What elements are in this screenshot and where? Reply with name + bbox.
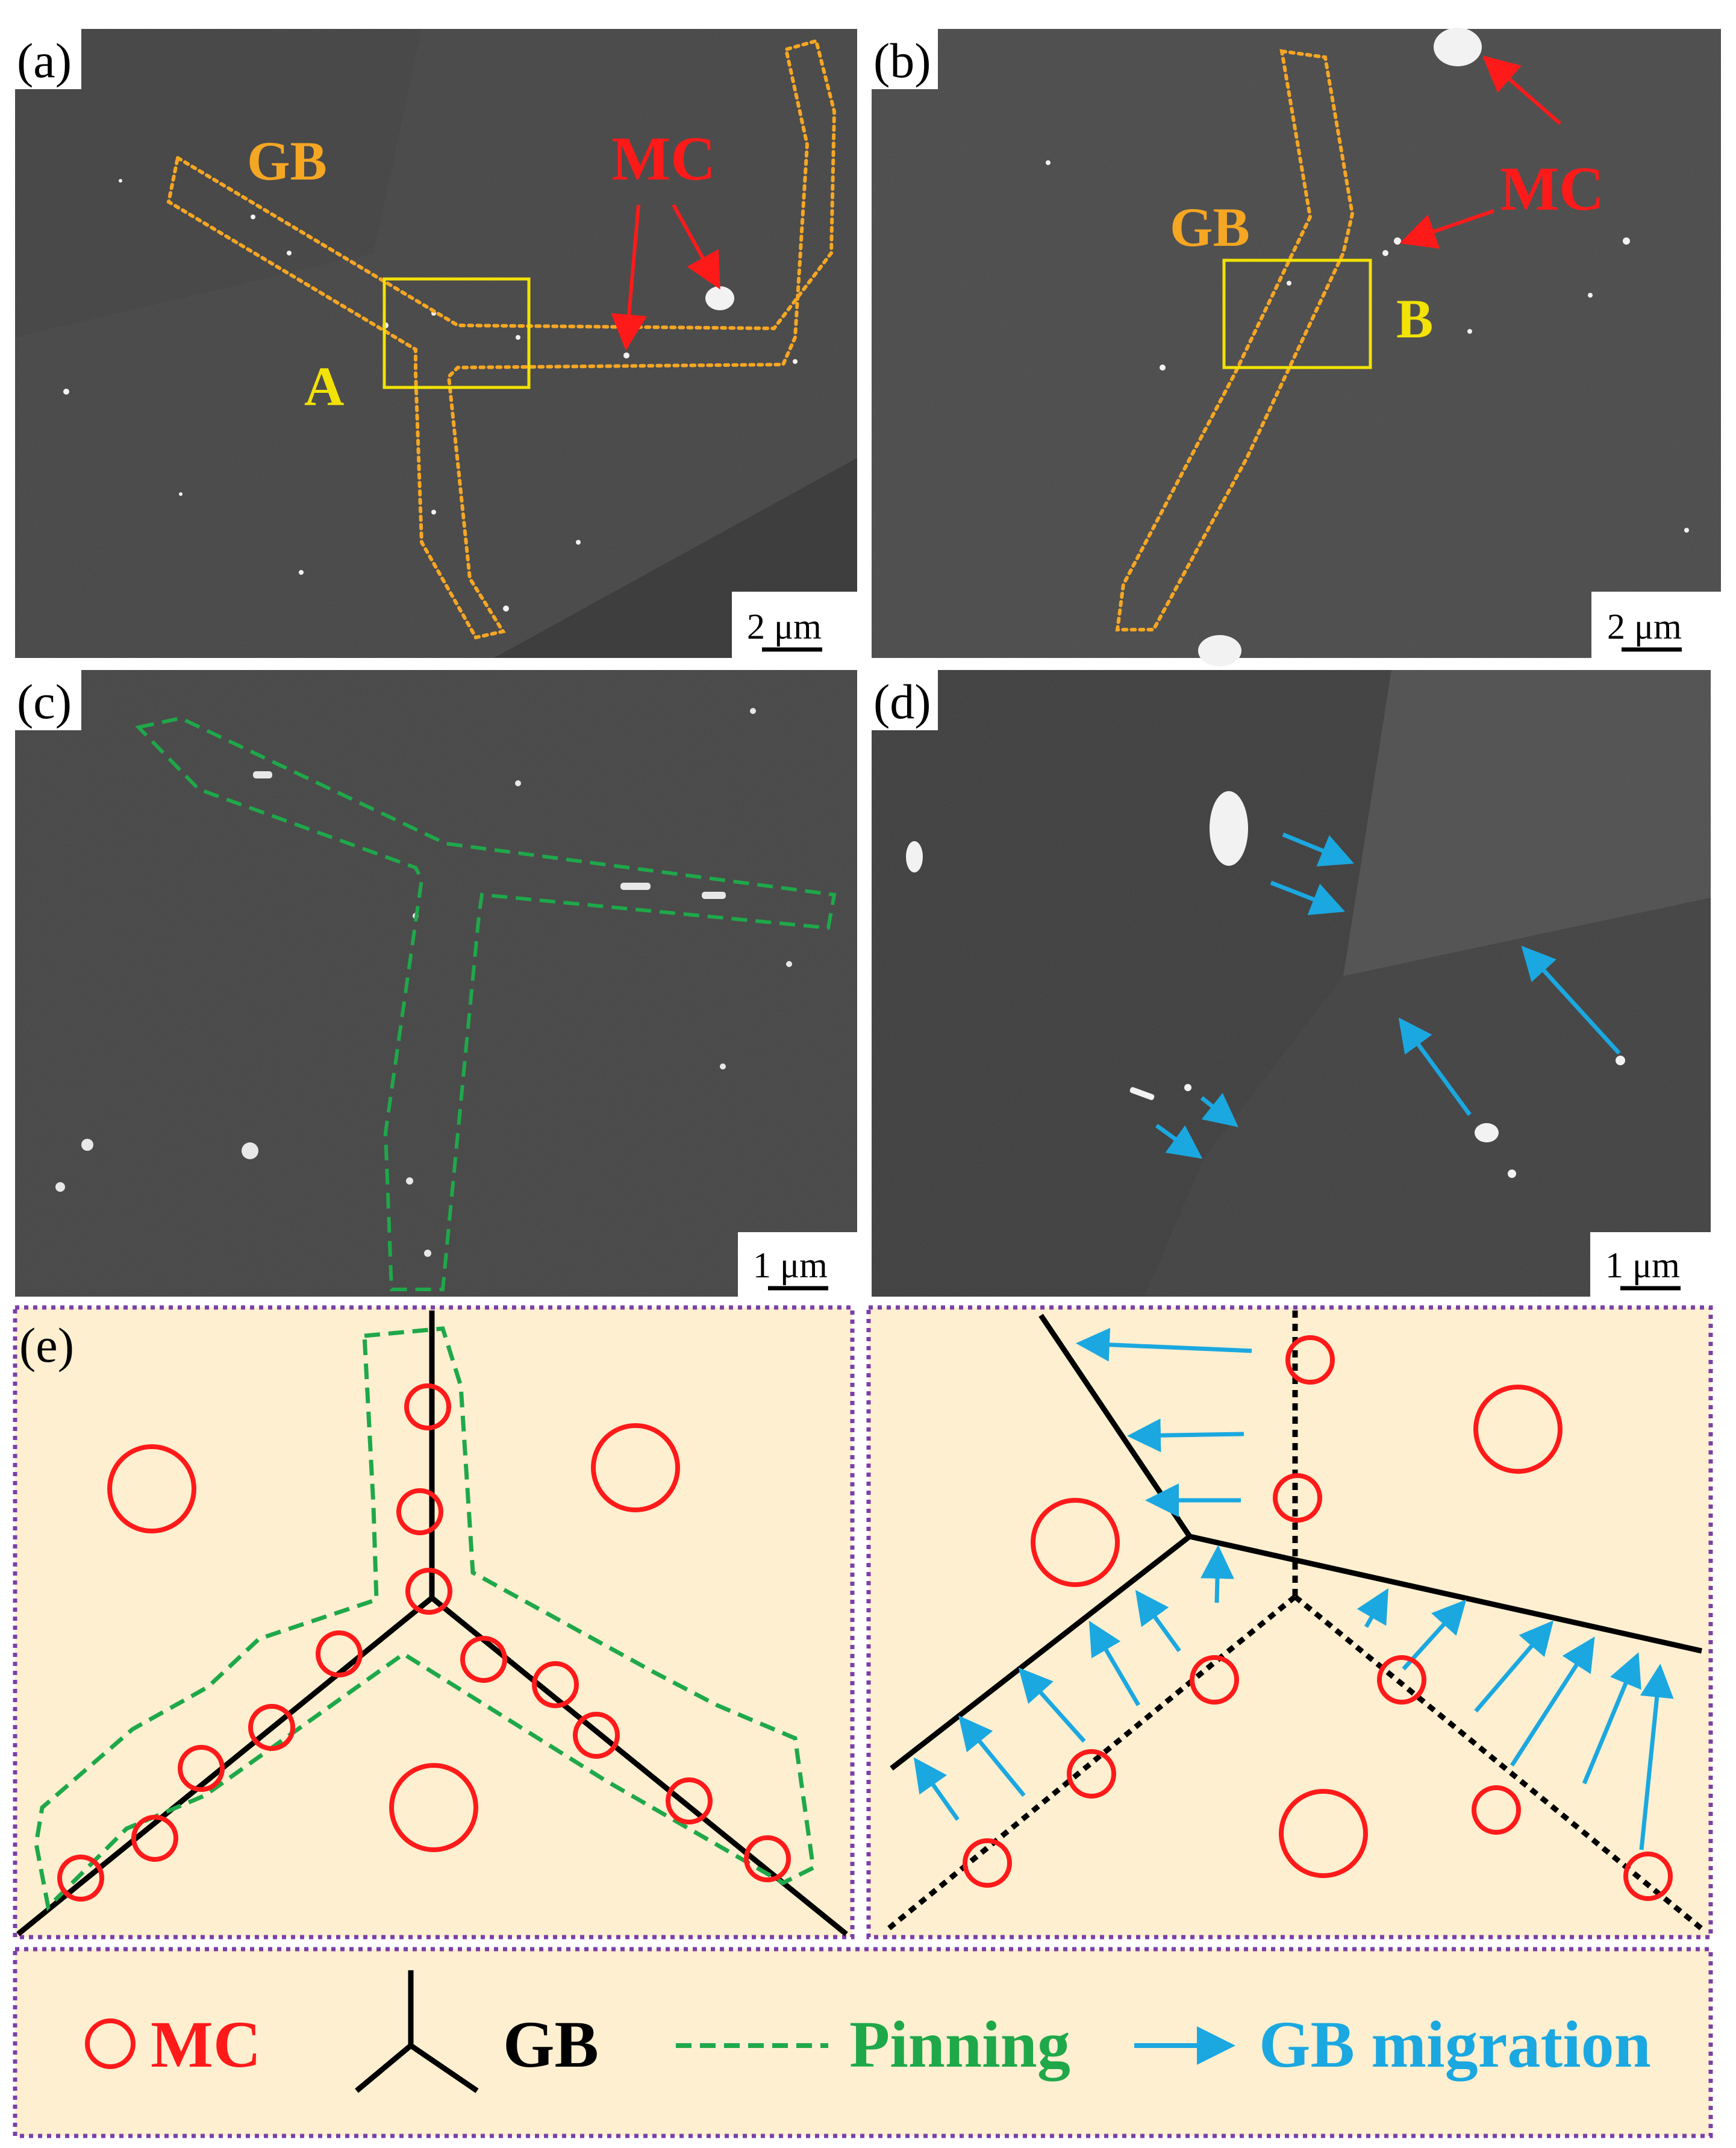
mc-particles-c	[55, 708, 792, 1257]
legend-mc: MC	[151, 2008, 261, 2081]
box-label-b: B	[1396, 288, 1433, 349]
grain-shade-a	[15, 29, 422, 337]
mc-circles-left	[57, 1383, 791, 1902]
legend-gb: GB	[503, 2008, 599, 2081]
mc-arrow-a2	[672, 204, 720, 290]
gb-outline-b	[1115, 49, 1355, 631]
mc-circle-icon	[1377, 1655, 1426, 1705]
panel-label-c: (c)	[17, 674, 72, 729]
mc-circle-icon	[532, 1661, 579, 1708]
mc-circle-icon	[178, 1745, 225, 1792]
legend-bg	[13, 1947, 1713, 2138]
mc-label-b: MC	[1500, 154, 1604, 224]
gb-lines-right-old	[884, 1310, 1706, 1934]
mc-arrow-b2	[1399, 209, 1494, 249]
mc-circle-icon	[591, 1423, 680, 1512]
panel-e-right	[866, 1305, 1713, 1940]
panel-c: (c) 1 μm	[15, 670, 857, 1297]
panel-e-left: (e)	[13, 1305, 855, 1940]
scalebar-bg-a	[732, 592, 857, 658]
legend-migration: GB migration	[1259, 2008, 1651, 2081]
scalebar-bg-b	[1591, 592, 1721, 658]
mc-circle-icon	[460, 1636, 507, 1683]
panel-d: (d) 1 μm	[872, 670, 1711, 1297]
mc-circle-icon	[389, 1763, 478, 1852]
mc-arrow-a1	[611, 204, 648, 351]
mc-circle-icon	[405, 1568, 452, 1615]
panel-label-d: (d)	[873, 674, 931, 729]
panel-label-bg-b	[872, 29, 938, 89]
mc-circle-icon	[1473, 1385, 1563, 1474]
mc-circle-icon	[963, 1838, 1012, 1888]
scalebar-text-d: 1 μm	[1605, 1245, 1680, 1285]
panel-b: GB MC B (b) 2 μm	[872, 28, 1721, 666]
mc-circle-icon	[131, 1815, 178, 1862]
mc-circle-icon	[1273, 1473, 1322, 1523]
mc-circle-icon	[573, 1712, 620, 1759]
panel-label-b: (b)	[873, 33, 931, 88]
mc-circle-icon	[1472, 1785, 1521, 1835]
mc-circle-icon	[744, 1835, 791, 1882]
panel-label-a: (a)	[17, 33, 72, 88]
mc-label-a: MC	[611, 124, 716, 193]
mc-arrow-b1	[1482, 55, 1561, 125]
mc-circle-icon	[1285, 1335, 1335, 1385]
mc-circle-icon	[85, 2018, 136, 2069]
scalebar-bg-c	[738, 1232, 857, 1297]
mc-circle-icon	[1279, 1789, 1368, 1878]
scalebar-text-c: 1 μm	[753, 1245, 828, 1285]
legend-pinning: Pinning	[849, 2008, 1070, 2081]
mc-circle-icon	[57, 1855, 104, 1902]
mc-particles-b	[1046, 28, 1689, 666]
mc-particles-d	[906, 791, 1625, 1178]
mc-circle-icon	[1190, 1655, 1239, 1705]
scalebar-text-b: 2 μm	[1607, 607, 1682, 647]
mc-circle-icon	[107, 1444, 196, 1533]
migration-arrows-d	[1155, 832, 1621, 1159]
inset-box-a	[382, 277, 531, 389]
gb-label-b: GB	[1170, 196, 1250, 258]
scalebar-bg-d	[1590, 1232, 1711, 1297]
mc-circle-icon	[666, 1777, 713, 1824]
mc-circle-icon	[248, 1704, 295, 1751]
mc-circles-right	[963, 1335, 1673, 1901]
panel-label-bg-c	[15, 670, 81, 730]
mc-circle-icon	[1623, 1852, 1673, 1901]
mc-circle-icon	[1067, 1749, 1116, 1799]
box-label-a: A	[304, 355, 344, 417]
gb-label-a: GB	[247, 130, 327, 192]
inset-box-b	[1222, 258, 1372, 369]
mc-circle-icon	[396, 1488, 443, 1535]
mc-circle-icon	[316, 1630, 363, 1677]
pinning-outline-e	[34, 1326, 816, 1912]
panel-label-e: (e)	[19, 1318, 74, 1373]
gb-outline-a	[166, 39, 837, 640]
pinning-outline-c	[135, 716, 837, 1291]
sem-noise-c	[15, 670, 857, 1297]
panel-label-bg-d	[872, 670, 938, 730]
panel-a: GB MC A (a) 2 μm	[15, 29, 857, 658]
sem-noise-b	[872, 29, 1721, 658]
sem-noise-d	[872, 670, 1711, 1297]
scalebar-text-a: 2 μm	[747, 607, 822, 647]
gb-triple-junction-icon	[355, 1970, 479, 2093]
legend: MC GB Pinning GB migration	[13, 1947, 1713, 2138]
mc-circle-icon	[1031, 1498, 1120, 1587]
mc-circle-icon	[404, 1383, 451, 1430]
panel-label-bg-a	[15, 29, 81, 89]
